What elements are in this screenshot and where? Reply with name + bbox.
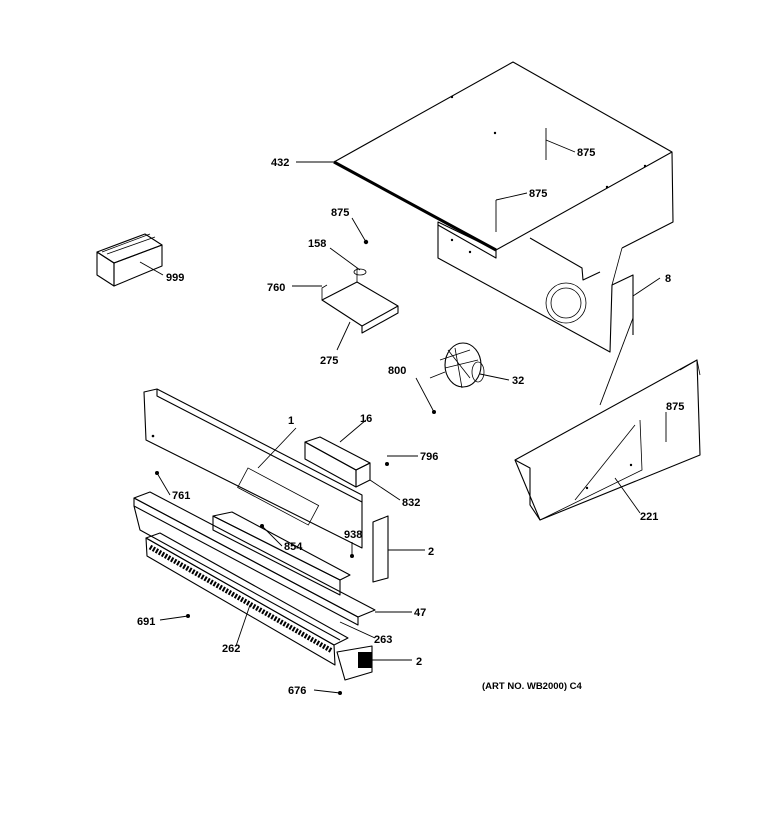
callout-676: 676 [288, 685, 306, 697]
callout-47: 47 [414, 607, 426, 619]
callout-999: 999 [166, 272, 184, 284]
callout-760: 760 [267, 282, 285, 294]
callout-854: 854 [284, 541, 303, 553]
callout-796: 796 [420, 451, 438, 463]
callout-875-bracket: 875 [331, 207, 349, 219]
callout-875-top: 875 [577, 147, 595, 159]
callout-875-side: 875 [666, 401, 684, 413]
side-panel-part [514, 359, 701, 521]
callout-691: 691 [137, 616, 155, 628]
callout-875-cover: 875 [529, 188, 547, 200]
callout-2-upper: 2 [428, 546, 434, 558]
callout-761: 761 [172, 490, 190, 502]
bracket-box-part [96, 233, 163, 287]
callout-938: 938 [344, 529, 362, 541]
art-number-label: (ART NO. WB2000) C4 [482, 681, 582, 692]
callout-2-lower: 2 [416, 656, 422, 668]
callout-263: 263 [374, 634, 392, 646]
callout-275: 275 [320, 355, 338, 367]
top-cover-part [333, 61, 674, 353]
mounting-bracket-part [321, 239, 399, 334]
trim-frame-part [133, 471, 376, 641]
callout-832: 832 [402, 497, 420, 509]
callout-32: 32 [512, 375, 524, 387]
callout-1: 1 [288, 415, 294, 427]
leader-lines [139, 128, 667, 694]
callout-221: 221 [640, 511, 658, 523]
vent-grille-part [145, 532, 349, 666]
callout-158: 158 [308, 238, 326, 250]
callout-262: 262 [222, 643, 240, 655]
callout-432: 432 [271, 157, 289, 169]
control-panel-part [143, 388, 363, 549]
callout-8: 8 [665, 273, 671, 285]
fan-motor-part [429, 342, 485, 414]
end-cap-part [186, 515, 389, 695]
callout-16: 16 [360, 413, 372, 425]
callout-800: 800 [388, 365, 406, 377]
